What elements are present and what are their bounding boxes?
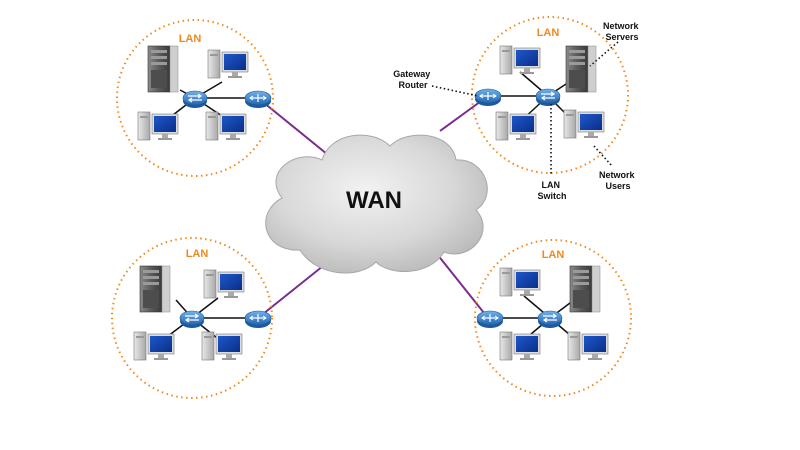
workstation-icon [563, 109, 605, 139]
gateway-router-label: Gateway Router [393, 69, 433, 90]
router-icon [476, 310, 504, 329]
wan-link-bottom-right [436, 253, 489, 319]
lan-bottom-right: LAN [474, 239, 632, 397]
workstation-icon [201, 331, 243, 361]
workstation-icon [137, 111, 179, 141]
lan-label: LAN [186, 248, 209, 260]
lan-top-right: LAN Gateway Router Network Servers [393, 16, 641, 201]
server-icon [139, 265, 171, 313]
workstation-icon [567, 331, 609, 361]
workstation-icon [205, 111, 247, 141]
lan-boundary [111, 237, 273, 399]
workstation-icon [495, 111, 537, 141]
workstation-icon [203, 269, 245, 299]
router-icon [244, 90, 272, 109]
switch-icon [179, 310, 205, 329]
server-icon [565, 45, 597, 93]
workstation-icon [133, 331, 175, 361]
gateway-router-icon [474, 88, 502, 107]
lan-label: LAN [179, 33, 202, 45]
network-servers-label: Network Servers [603, 21, 641, 42]
switch-icon [182, 90, 208, 109]
lan-boundary [116, 19, 274, 177]
wan-link-bottom-left [257, 261, 329, 319]
server-icon [147, 45, 179, 93]
workstation-icon [499, 331, 541, 361]
lan-label: LAN [542, 249, 565, 261]
workstation-icon [499, 45, 541, 75]
wan-cloud: WAN [265, 134, 488, 274]
network-users-label: Network Users [599, 170, 637, 191]
lan-label: LAN [537, 27, 560, 39]
workstation-icon [207, 49, 249, 79]
lan-top-left: LAN [116, 19, 274, 177]
lan-bottom-left: LAN [111, 237, 273, 399]
lan-switch-icon [535, 88, 561, 107]
lan-switch-label: LAN Switch [537, 180, 566, 201]
workstation-icon [499, 267, 541, 297]
annotation-leaders [431, 41, 619, 176]
switch-icon [537, 310, 563, 329]
router-icon [244, 310, 272, 329]
wan-label: WAN [346, 187, 402, 214]
server-icon [569, 265, 601, 313]
lan-boundary [471, 16, 629, 174]
lan-boundary [474, 239, 632, 397]
